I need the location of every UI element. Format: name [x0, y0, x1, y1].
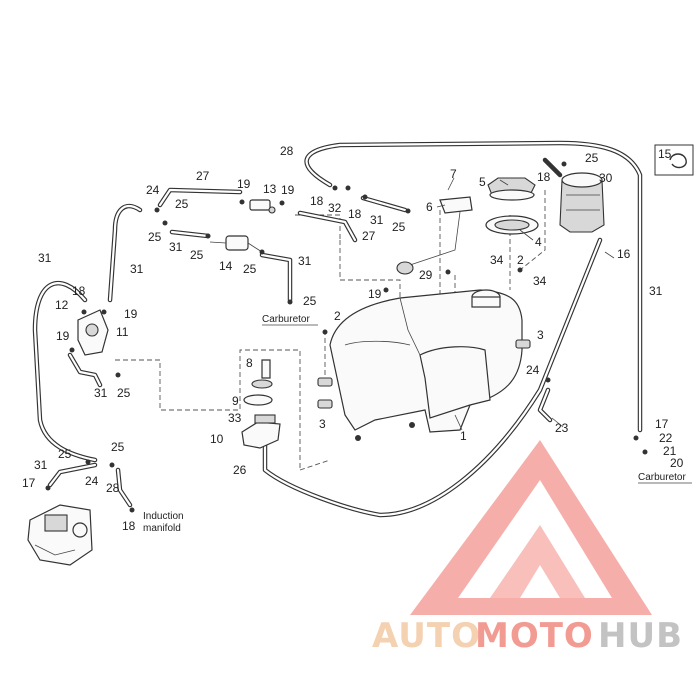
- label-part-31: 31: [34, 458, 48, 472]
- logo-text-moto: MOTO: [475, 616, 594, 656]
- label-part-31: 31: [298, 254, 312, 268]
- logo-text-hub: HUB: [598, 616, 683, 656]
- label-part-31: 31: [38, 251, 52, 265]
- label-part-3: 3: [537, 328, 544, 342]
- label-part-4: 4: [535, 235, 542, 249]
- label-part-24: 24: [85, 474, 99, 488]
- label-part-25: 25: [117, 386, 131, 400]
- label-part-18: 18: [537, 170, 551, 184]
- label-part-1: 1: [460, 429, 467, 443]
- label-part-22: 22: [659, 431, 673, 445]
- label-part-25: 25: [111, 440, 125, 454]
- label-part-25: 25: [585, 151, 599, 165]
- fuel-petcock: [241, 359, 281, 449]
- label-part-23: 23: [555, 421, 569, 435]
- label-part-32: 32: [328, 201, 342, 215]
- filler-ring: [485, 215, 539, 235]
- note-manifold: manifold: [143, 523, 181, 534]
- label-part-31: 31: [649, 284, 663, 298]
- watermark-logo: AUTO MOTO HUB: [372, 440, 683, 656]
- label-part-24: 24: [146, 183, 160, 197]
- label-part-27: 27: [362, 229, 376, 243]
- label-part-25: 25: [303, 294, 317, 308]
- part-labels: 1 2 2 3 3 4 5 6 7 8 9 10 11 12 13 14 15 …: [22, 144, 684, 533]
- label-part-34: 34: [533, 274, 547, 288]
- label-part-19: 19: [368, 287, 382, 301]
- label-part-11: 11: [116, 325, 129, 339]
- label-part-34: 34: [490, 253, 504, 267]
- logo-triangle-icon: [410, 440, 652, 615]
- label-part-30: 30: [599, 171, 613, 185]
- label-part-5: 5: [479, 175, 486, 189]
- label-part-9: 9: [232, 394, 239, 408]
- label-part-25: 25: [58, 447, 72, 461]
- valve-13: [249, 199, 276, 214]
- label-part-27: 27: [196, 169, 210, 183]
- label-part-14: 14: [219, 259, 233, 273]
- label-part-8: 8: [246, 356, 253, 370]
- label-part-24: 24: [526, 363, 540, 377]
- label-part-28: 28: [106, 481, 120, 495]
- logo-text-auto: AUTO: [372, 616, 481, 656]
- label-part-33: 33: [228, 411, 242, 425]
- fuel-sender: [396, 196, 473, 275]
- label-part-18: 18: [72, 284, 86, 298]
- diagram-notes: Carburetor Carburetor Induction manifold: [143, 314, 692, 534]
- label-part-29: 29: [419, 268, 433, 282]
- label-part-12: 12: [55, 298, 69, 312]
- label-part-19: 19: [237, 177, 251, 191]
- label-part-2: 2: [334, 309, 341, 323]
- clamps: [45, 161, 648, 513]
- label-part-13: 13: [263, 182, 277, 196]
- hoses: [32, 140, 643, 518]
- label-part-15: 15: [658, 147, 672, 161]
- label-part-2: 2: [517, 253, 524, 267]
- fuel-tank: [317, 289, 531, 441]
- label-part-26: 26: [233, 463, 247, 477]
- label-part-17: 17: [22, 476, 36, 490]
- label-part-19: 19: [281, 183, 295, 197]
- label-part-25: 25: [243, 262, 257, 276]
- label-part-25: 25: [190, 248, 204, 262]
- fuel-pump: [77, 309, 109, 356]
- label-part-19: 19: [56, 329, 70, 343]
- label-part-21: 21: [663, 444, 677, 458]
- label-part-18: 18: [122, 519, 136, 533]
- note-carburetor-right: Carburetor: [638, 472, 686, 483]
- fuel-filter: [209, 235, 263, 253]
- fuel-cap: [487, 177, 536, 201]
- label-part-31: 31: [130, 262, 144, 276]
- label-part-25: 25: [392, 220, 406, 234]
- label-part-31: 31: [370, 213, 384, 227]
- label-part-7: 7: [450, 167, 457, 181]
- label-part-3: 3: [319, 417, 326, 431]
- label-part-28: 28: [280, 144, 294, 158]
- note-induction: Induction: [143, 511, 184, 522]
- label-part-20: 20: [670, 456, 684, 470]
- logo-inner-mark-icon: [490, 525, 585, 598]
- label-part-25: 25: [148, 230, 162, 244]
- label-part-31: 31: [169, 240, 183, 254]
- label-part-19: 19: [124, 307, 138, 321]
- note-carburetor-left: Carburetor: [262, 314, 310, 325]
- label-part-16: 16: [617, 247, 631, 261]
- leader-lines: [436, 177, 615, 431]
- label-part-31: 31: [94, 386, 108, 400]
- clip-inset: [654, 144, 694, 176]
- charcoal-canister: [559, 172, 605, 233]
- label-part-17: 17: [655, 417, 669, 431]
- label-part-18: 18: [310, 194, 324, 208]
- engine-block: [27, 504, 93, 566]
- label-part-18: 18: [348, 207, 362, 221]
- label-part-10: 10: [210, 432, 224, 446]
- label-part-25: 25: [175, 197, 189, 211]
- label-part-6: 6: [426, 200, 433, 214]
